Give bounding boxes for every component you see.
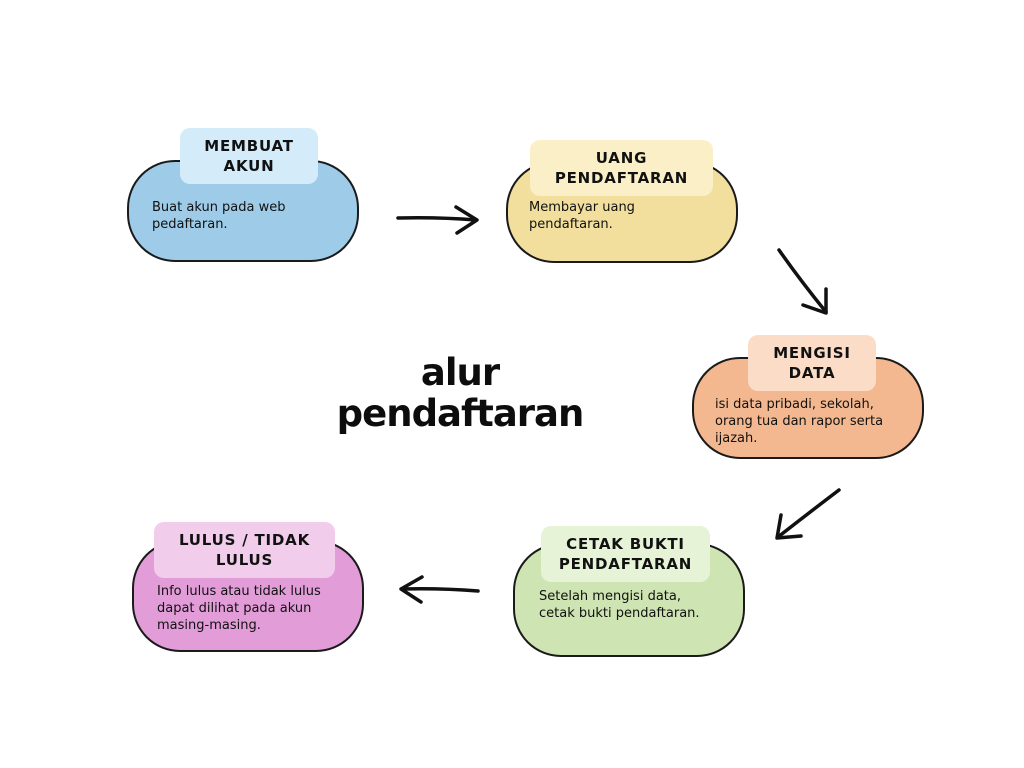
step-label-membuat-akun: MEMBUAT AKUN xyxy=(180,128,318,184)
arrow-down-right-icon xyxy=(777,248,828,315)
step-description: isi data pribadi, sekolah, orang tua dan… xyxy=(715,397,884,446)
arrow-down-left-icon xyxy=(775,488,841,540)
step-description: Membayar uang pendaftaran. xyxy=(529,200,635,232)
step-label-mengisi-data: MENGISI DATA xyxy=(748,335,876,391)
step-title: UANG PENDAFTARAN xyxy=(554,149,689,187)
step-title: LULUS / TIDAK LULUS xyxy=(178,531,311,569)
step-label-cetak-bukti: CETAK BUKTI PENDAFTARAN xyxy=(541,526,710,582)
arrow-left-icon xyxy=(399,575,480,604)
step-title: MENGISI DATA xyxy=(773,344,851,382)
step-description: Setelah mengisi data, cetak bukti pendaf… xyxy=(539,589,700,621)
step-title: CETAK BUKTI PENDAFTARAN xyxy=(558,535,693,573)
arrow-right-icon xyxy=(396,205,479,235)
step-title: MEMBUAT AKUN xyxy=(204,137,294,175)
diagram-title: alur pendaftaran xyxy=(336,351,585,435)
step-description: Buat akun pada web pedaftaran. xyxy=(152,200,286,232)
step-label-uang-pendaftaran: UANG PENDAFTARAN xyxy=(530,140,713,196)
step-description: Info lulus atau tidak lulus dapat diliha… xyxy=(157,584,321,633)
step-label-lulus: LULUS / TIDAK LULUS xyxy=(154,522,335,578)
